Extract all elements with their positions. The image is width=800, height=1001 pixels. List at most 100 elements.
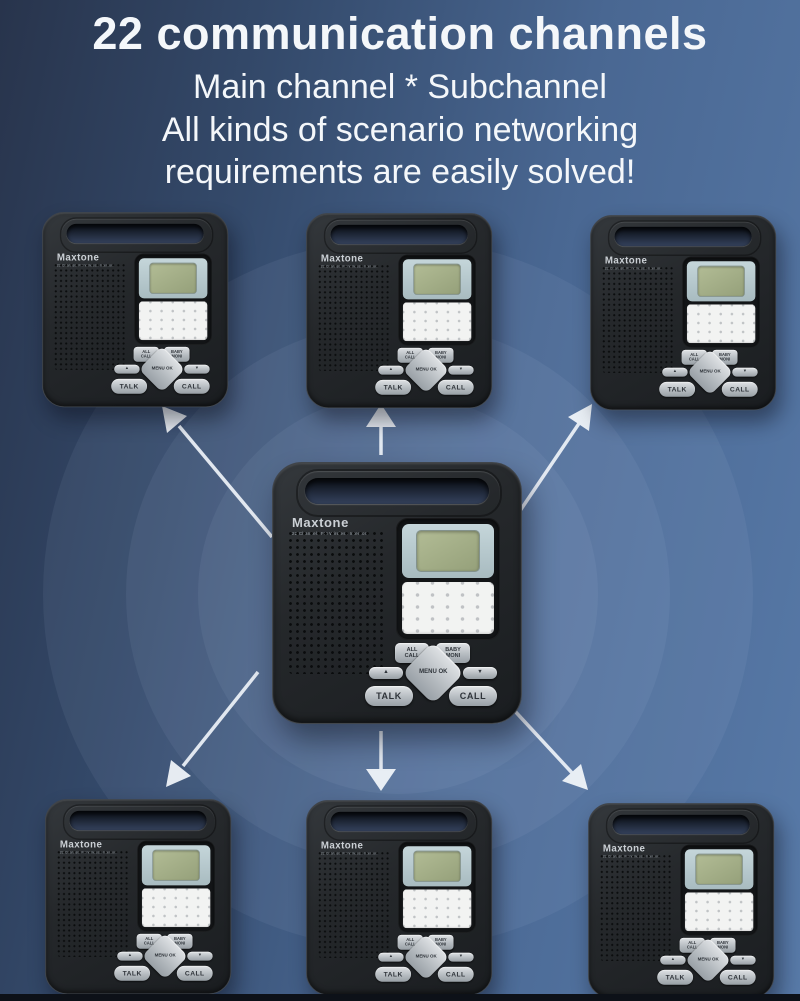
up-arrow-icon: ▲ [383, 669, 389, 676]
display-module [137, 840, 215, 932]
speaker-grille [317, 263, 392, 371]
up-arrow-icon: ▲ [124, 366, 129, 371]
carry-handle [605, 808, 760, 844]
intercom-device: Maxtone 22 Channels FM Wireless Intercom… [306, 800, 493, 996]
baby-monitor-key-label: BABY MONI [174, 936, 186, 946]
call-key: CALL [176, 965, 213, 981]
up-arrow-icon: ▲ [127, 953, 132, 958]
menu-ok-key-label: MENU OK [415, 954, 437, 959]
down-arrow-icon: ▼ [740, 957, 745, 962]
intercom-device: Maxtone 22 Channels FM Wireless Intercom… [272, 462, 522, 724]
talk-key: TALK [375, 379, 412, 395]
page-title: 22 communication channels [92, 8, 708, 59]
down-arrow-icon: ▼ [194, 366, 199, 371]
display-module [396, 518, 500, 640]
handle-slot [614, 226, 752, 247]
call-key-label: CALL [184, 969, 205, 978]
speaker-grille [601, 265, 676, 373]
lcd-screen [152, 849, 200, 881]
page-subtitle: Main channel * Subchannel All kinds of s… [0, 66, 800, 194]
talk-key-label: TALK [376, 691, 402, 701]
all-call-key-label: ALL CALL [686, 940, 698, 950]
channel-down-key: ▼ [463, 667, 497, 679]
call-key-label: CALL [459, 691, 487, 701]
speaker-grille [287, 530, 387, 674]
call-key: CALL [173, 378, 210, 394]
talk-key: TALK [114, 965, 151, 981]
down-arrow-icon: ▼ [742, 369, 747, 374]
keypad-panel [686, 304, 756, 344]
intercom-bottom-left: Maxtone 22 Channels FM Wireless Intercom… [45, 799, 232, 995]
all-call-key-label: ALL CALL [140, 349, 152, 359]
carry-handle [62, 804, 217, 840]
menu-ok-key-label: MENU OK [154, 953, 176, 958]
talk-key-label: TALK [665, 973, 685, 982]
talk-key: TALK [375, 966, 412, 982]
call-key: CALL [719, 969, 756, 985]
call-key: CALL [449, 686, 497, 706]
intercom-center-hub: Maxtone 22 Channels FM Wireless Intercom… [272, 462, 522, 724]
arrow-down-icon [366, 731, 396, 791]
channel-up-key: ▲ [369, 667, 403, 679]
baby-monitor-key-label: BABY MONI [171, 349, 183, 359]
call-key-label: CALL [445, 970, 466, 979]
brand-label: Maxtone [604, 254, 648, 266]
all-call-key-label: ALL CALL [143, 936, 155, 946]
handle-slot [330, 224, 468, 245]
lcd-screen [413, 850, 461, 882]
keypad-panel [402, 302, 472, 342]
up-arrow-icon: ▲ [388, 367, 393, 372]
carry-handle [59, 217, 214, 253]
subtitle-line-3: requirements are easily solved! [164, 153, 636, 192]
up-arrow-icon: ▲ [388, 954, 393, 959]
bottom-edge-strip [0, 994, 800, 1001]
lcd-screen [413, 263, 461, 295]
display-module [398, 841, 476, 933]
channel-down-key: ▼ [187, 951, 213, 961]
carry-handle [296, 469, 502, 517]
down-arrow-icon: ▼ [477, 669, 483, 676]
talk-key: TALK [659, 381, 696, 397]
brand-label: Maxtone [292, 515, 349, 530]
talk-key-label: TALK [119, 382, 139, 391]
down-arrow-icon: ▼ [197, 953, 202, 958]
intercom-top-right: Maxtone 22 Channels FM Wireless Intercom… [590, 215, 777, 411]
channel-down-key: ▼ [730, 955, 756, 965]
intercom-device: Maxtone 22 Channels FM Wireless Intercom… [588, 803, 775, 999]
up-arrow-icon: ▲ [670, 957, 675, 962]
call-key-label: CALL [181, 382, 202, 391]
handle-slot [305, 478, 489, 504]
intercom-bottom-center: Maxtone 22 Channels FM Wireless Intercom… [306, 800, 493, 996]
brand-label: Maxtone [320, 839, 364, 851]
arrow-down-left-icon [166, 670, 260, 787]
menu-ok-key-label: MENU OK [697, 957, 719, 962]
menu-ok-key-label: MENU OK [699, 369, 721, 374]
display-bezel [684, 849, 754, 890]
channel-up-key: ▲ [117, 951, 143, 961]
keypad-panel [402, 889, 472, 929]
intercom-device: Maxtone 22 Channels FM Wireless Intercom… [306, 213, 493, 409]
carry-handle [607, 220, 762, 256]
menu-ok-key-label: MENU OK [151, 366, 173, 371]
all-call-key-label: ALL CALL [404, 646, 420, 659]
header: 22 communication channels Main channel *… [0, 8, 800, 194]
display-bezel [686, 261, 756, 302]
all-call-key-label: ALL CALL [404, 350, 416, 360]
talk-key-label: TALK [667, 385, 687, 394]
speaker-grille [599, 853, 674, 961]
baby-monitor-key-label: BABY MONI [435, 350, 447, 360]
lcd-screen [697, 265, 745, 297]
call-key-label: CALL [729, 385, 750, 394]
display-module [682, 256, 760, 348]
intercom-top-center: Maxtone 22 Channels FM Wireless Intercom… [306, 213, 493, 409]
display-module [398, 254, 476, 346]
display-bezel [402, 524, 494, 578]
intercom-device: Maxtone 22 Channels FM Wireless Intercom… [42, 212, 229, 408]
intercom-top-left: Maxtone 22 Channels FM Wireless Intercom… [42, 212, 229, 408]
handle-slot [66, 223, 204, 244]
display-module [680, 844, 758, 936]
handle-slot [69, 810, 207, 831]
channel-up-key: ▲ [114, 364, 140, 374]
